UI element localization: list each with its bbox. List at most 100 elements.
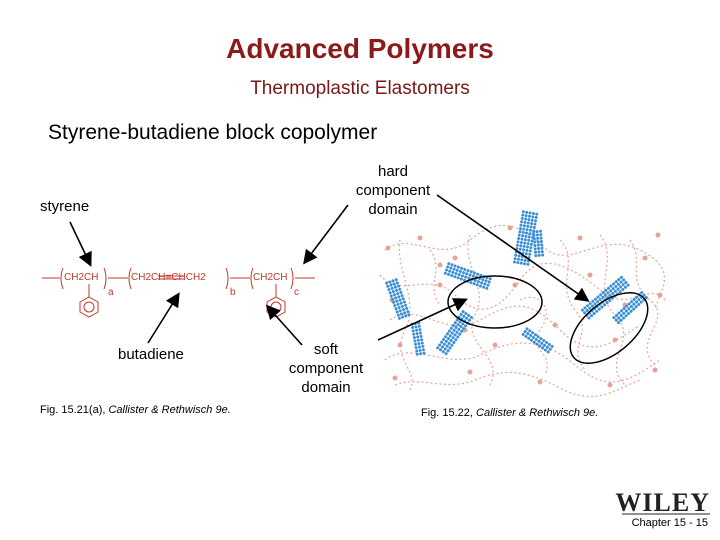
hard-domain-dot <box>548 347 552 351</box>
hard-domain-dot <box>539 229 543 233</box>
hard-domain-dot <box>394 278 398 282</box>
hard-domain-dot <box>418 328 422 332</box>
hard-domain-dot <box>604 288 608 292</box>
hard-domain-rod <box>532 229 545 258</box>
hard-domain-dot <box>639 300 643 304</box>
hard-domain-dot <box>634 300 638 304</box>
hard-domain-dot <box>528 252 532 256</box>
hard-domain-dot <box>616 282 620 286</box>
wiley-logo: WILEY <box>615 488 710 517</box>
hard-domain-dot <box>609 284 613 288</box>
hard-domain-dot <box>459 277 463 281</box>
hard-domain-dot <box>619 318 623 322</box>
hard-domain-dot <box>475 283 479 287</box>
hard-domain-dot <box>451 270 455 274</box>
hard-domain-dot <box>541 253 545 257</box>
hard-domain-dot <box>403 311 407 315</box>
hard-domain-dot <box>621 283 625 287</box>
hard-domain-dot <box>595 309 599 313</box>
hard-domain-dot <box>464 275 468 279</box>
hard-domain-dot <box>539 236 543 240</box>
hard-domain-dot <box>513 257 517 261</box>
hard-domain-dot <box>422 351 426 355</box>
hard-domain-dot <box>550 344 554 348</box>
hard-domain-dot <box>619 280 623 284</box>
hard-domain-dot <box>522 227 526 231</box>
hard-domain-dot <box>436 346 440 350</box>
hard-domain-dot <box>586 304 590 308</box>
hard-domain-dot <box>415 332 419 336</box>
hard-domain-dot <box>446 349 450 353</box>
hard-domain-dot <box>517 233 521 237</box>
hard-domain-dot <box>525 210 529 214</box>
hard-domain-dot <box>527 235 531 239</box>
hard-domain-dot <box>540 341 544 345</box>
hard-domain-dot <box>534 219 538 223</box>
hard-domain-dot <box>397 295 401 299</box>
hard-domain-dot <box>413 339 417 343</box>
hard-domain-dot <box>523 241 527 245</box>
hard-domain-dot <box>400 294 404 298</box>
hard-domain-dot <box>395 288 399 292</box>
hard-domain-dot <box>396 292 400 296</box>
hard-domain-dot <box>614 280 618 284</box>
hard-domain-dot <box>597 307 601 311</box>
hard-domain-dot <box>624 309 628 313</box>
hard-domain-dot <box>545 345 549 349</box>
hard-domain-dot <box>440 345 444 349</box>
hard-domain-dot <box>390 286 394 290</box>
hard-domain-dot <box>465 272 469 276</box>
pointer-arrows <box>69 194 590 346</box>
hard-domain-dot <box>452 328 456 332</box>
hard-domain-dot <box>460 274 464 278</box>
slide-title: Advanced Polymers <box>226 33 494 64</box>
hard-domain-dot <box>466 269 470 273</box>
hard-domain-dot <box>453 264 457 268</box>
hard-domain-dot <box>587 316 591 320</box>
hard-domain-dot <box>442 337 446 341</box>
soft-label-line: domain <box>301 379 351 396</box>
hard-domain-dot <box>476 272 480 276</box>
hard-domain-dot <box>455 330 459 334</box>
hard-domain-dot <box>519 244 523 248</box>
hard-domain-dot <box>444 335 448 339</box>
hard-domain-dot <box>614 284 618 288</box>
hard-domain-dot <box>524 217 528 221</box>
hard-domain-dot <box>458 332 462 336</box>
hard-domain-dot <box>532 340 536 344</box>
hard-domain-dot <box>516 240 520 244</box>
hard-domain-dot <box>483 282 487 286</box>
hard-domain-rod <box>443 262 492 290</box>
hard-domain-dot <box>450 343 454 347</box>
hard-domain-dot <box>399 301 403 305</box>
hard-label-line: hard <box>377 163 409 180</box>
hard-domain-dot <box>451 324 455 328</box>
hard-domain-dot <box>605 301 609 305</box>
hard-domain-dot <box>392 300 396 304</box>
hard-domain-dot <box>388 291 392 295</box>
hard-domain-dot <box>390 297 394 301</box>
hard-domain-dot <box>540 250 544 254</box>
hard-domain-dot <box>593 302 597 306</box>
hard-domain-dot <box>467 314 471 318</box>
left-figure-caption: Fig. 15.21(a), Callister & Rethwisch 9e. <box>40 404 231 416</box>
hard-domain-rod <box>436 310 473 356</box>
hard-domain-dot <box>469 281 473 285</box>
hard-domain-dot <box>394 296 398 300</box>
hard-domain-dot <box>530 338 534 342</box>
hard-domain-dot <box>414 325 418 329</box>
hard-domain-dot <box>598 298 602 302</box>
hard-domain-dot <box>528 249 532 253</box>
hard-domain-dot <box>632 302 636 306</box>
hard-domain-dot <box>529 242 533 246</box>
hard-domain-dot <box>520 220 524 224</box>
right-figure-caption: Fig. 15.22, Callister & Rethwisch 9e. <box>421 407 598 419</box>
hard-domain-dot <box>472 282 476 286</box>
hard-domain-highlight <box>569 292 649 364</box>
hard-domain-dot <box>389 283 393 287</box>
hard-domain-dot <box>393 285 397 289</box>
hard-domain-dot <box>476 280 480 284</box>
hard-domain-dot <box>524 234 528 238</box>
hard-domain-dot <box>627 307 631 311</box>
hard-domain-dot <box>590 314 594 318</box>
